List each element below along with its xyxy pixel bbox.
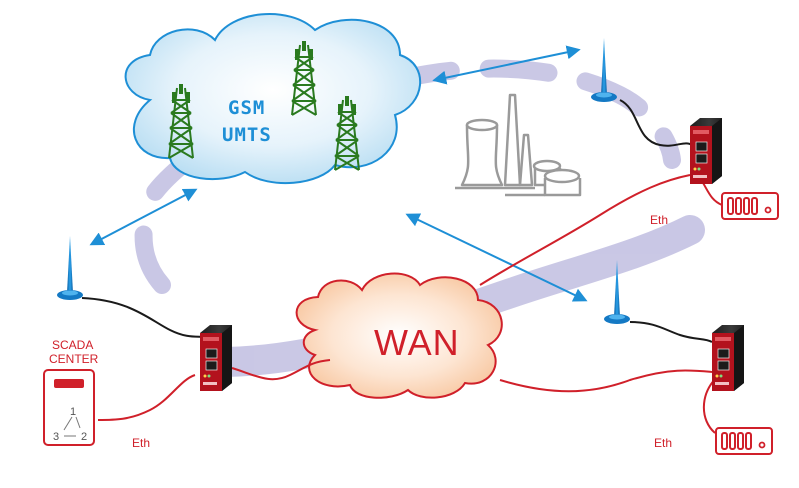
umts-label: UMTS <box>222 124 272 146</box>
rtu-device-icon <box>715 427 773 455</box>
router-icon <box>199 324 233 392</box>
gsm-cloud: GSM UMTS <box>124 13 422 185</box>
scada-label-line2: CENTER <box>49 352 99 366</box>
router-icon <box>689 117 723 185</box>
antenna-icon <box>57 236 83 300</box>
rtu-device-icon <box>721 192 779 220</box>
eth-label: Eth <box>132 436 150 450</box>
scada-node-1: 1 <box>70 406 76 418</box>
gsm-label: GSM <box>228 97 265 119</box>
scada-label-line1: SCADA <box>52 338 93 352</box>
wan-label: WAN <box>374 322 460 363</box>
router-icon <box>711 324 745 392</box>
wireless-links <box>89 45 588 302</box>
scada-node-3: 3 <box>53 431 59 443</box>
scada-center-icon: SCADA CENTER 1 3 2 <box>43 338 99 446</box>
scada-node-2: 2 <box>81 431 87 443</box>
link-arrow <box>405 213 588 302</box>
antenna-cables <box>81 99 713 343</box>
eth-label: Eth <box>654 436 672 450</box>
eth-label: Eth <box>650 213 668 227</box>
link-arrow <box>89 188 198 246</box>
factory-icon <box>455 93 582 197</box>
wan-cloud: WAN <box>295 272 503 399</box>
link-arrow <box>432 45 581 85</box>
